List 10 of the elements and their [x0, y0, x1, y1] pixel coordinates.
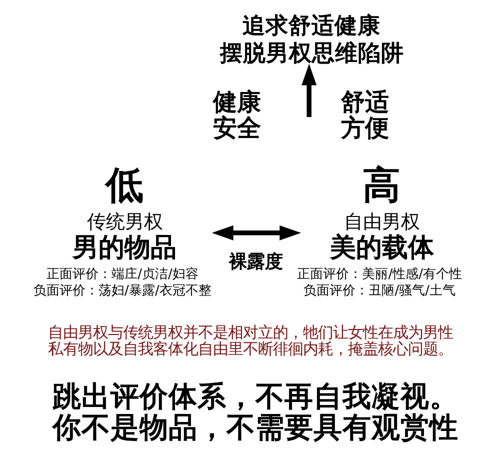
node-text: 低 传统男权 男的物品 正面评价：端庄/贞洁/妇容 负面评价：荡妇/暴露/衣冠不整 [34, 162, 212, 298]
label: 健康安全 [212, 87, 261, 142]
node-text: 高 自由男权 美的载体 正面评价：美丽/性感/有个性 负面评价：丑陋/骚气/土气 [297, 162, 462, 298]
edge-label: 裸露度 [229, 250, 284, 272]
arrow [212, 224, 302, 240]
arrow [302, 63, 317, 117]
label: 舒适方便 [341, 87, 390, 142]
node-text: 追求舒适健康 摆脱男权思维陷阱 [220, 12, 404, 66]
label: 自由男权与传统男权并不是相对立的，牠们让女性在成为男性私有物以及自我客体化自由里不断徘徊内耗，掩盖核心问题。 [48, 322, 453, 358]
label: 跳出评价体系，不再自我凝视。你不是物品，不需要具有观赏性 [52, 379, 459, 444]
